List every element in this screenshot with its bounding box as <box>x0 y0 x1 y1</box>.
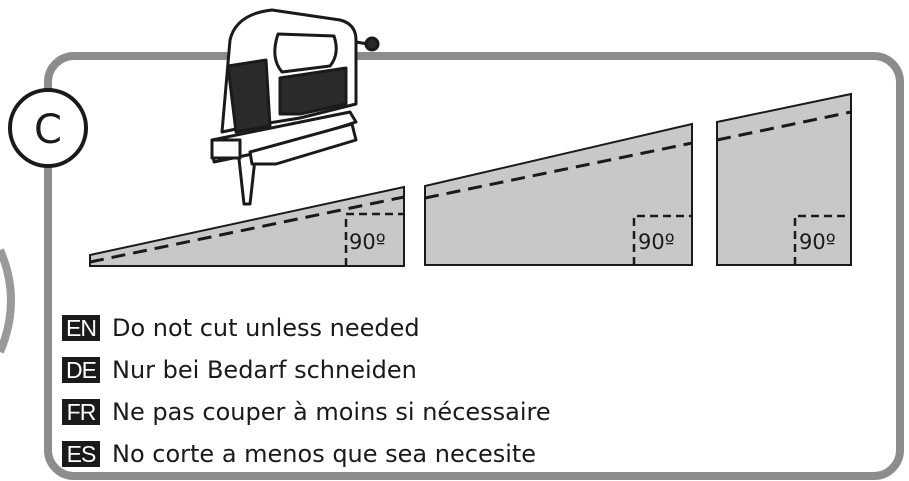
angle-label-2: 90º <box>638 230 675 254</box>
board-3: 90º <box>716 92 852 266</box>
language-code-fr: FR <box>62 399 100 425</box>
step-label: C <box>34 107 62 153</box>
jigsaw-icon <box>210 8 380 206</box>
instruction-text-en: Do not cut unless needed <box>112 314 420 342</box>
board-1: 90º <box>89 185 405 267</box>
language-code-en: EN <box>62 315 100 341</box>
instruction-row-en: EN Do not cut unless needed <box>62 311 420 345</box>
instruction-row-fr: FR Ne pas couper à moins si nécessaire <box>62 395 551 429</box>
board-2: 90º <box>424 122 693 266</box>
language-code-es: ES <box>62 441 100 467</box>
instruction-row-es: ES No corte a menos que sea necesite <box>62 437 536 471</box>
instruction-text-de: Nur bei Bedarf schneiden <box>112 356 417 384</box>
instruction-text-es: No corte a menos que sea necesite <box>112 440 537 468</box>
instruction-text-fr: Ne pas couper à moins si nécessaire <box>112 398 551 426</box>
angle-label-3: 90º <box>799 230 836 254</box>
adjacent-panel-arc <box>0 248 15 354</box>
instruction-row-de: DE Nur bei Bedarf schneiden <box>62 353 417 387</box>
language-code-de: DE <box>62 357 100 383</box>
step-badge: C <box>8 88 88 168</box>
angle-label-1: 90º <box>349 230 386 254</box>
